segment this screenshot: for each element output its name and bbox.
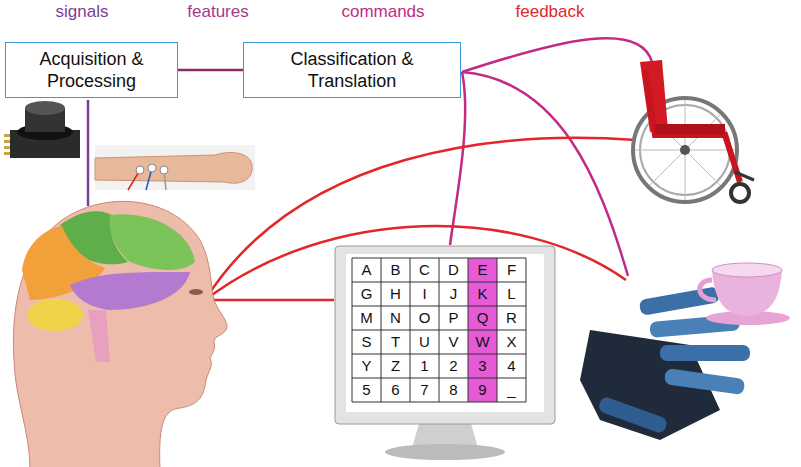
speller-cell: K bbox=[477, 286, 487, 303]
eye bbox=[189, 289, 203, 295]
grid-line bbox=[352, 402, 526, 403]
speller-cell: 7 bbox=[420, 382, 428, 399]
box-label: Acquisition & Processing bbox=[19, 48, 164, 92]
grid-line bbox=[352, 330, 526, 331]
speller-cell: O bbox=[419, 310, 431, 327]
joystick-pin bbox=[4, 152, 10, 155]
speller-cell: _ bbox=[507, 382, 515, 399]
speller-cell: 3 bbox=[478, 358, 486, 375]
cup-rim bbox=[712, 263, 782, 277]
electrode bbox=[160, 166, 168, 174]
feedback-curve bbox=[205, 138, 636, 300]
speller-cell: B bbox=[390, 262, 400, 279]
speller-cell: S bbox=[361, 334, 371, 351]
grid-line bbox=[352, 282, 526, 283]
photo-ground bbox=[95, 145, 255, 190]
column-heading: feedback bbox=[516, 3, 585, 22]
column-heading: signals bbox=[56, 3, 109, 22]
speller-cell: 8 bbox=[449, 382, 457, 399]
signal-line bbox=[87, 100, 90, 206]
speller-cell: 2 bbox=[449, 358, 457, 375]
caster bbox=[731, 184, 749, 202]
command-curve bbox=[462, 38, 652, 72]
grid-line bbox=[352, 258, 526, 259]
monitor-foot bbox=[385, 444, 505, 460]
speller-grid bbox=[352, 258, 526, 402]
electrode bbox=[136, 166, 144, 174]
speller-cell: A bbox=[361, 262, 371, 279]
joystick-knob-top bbox=[25, 101, 65, 115]
robot-thumb bbox=[597, 395, 668, 434]
frame bbox=[645, 70, 740, 182]
robot-finger bbox=[660, 345, 750, 361]
command-curve bbox=[462, 72, 628, 276]
speller-cell: Y bbox=[361, 358, 371, 375]
speller-cell: G bbox=[361, 286, 373, 303]
speller-cell: I bbox=[422, 286, 426, 303]
seat bbox=[655, 124, 725, 134]
speller-cell: P bbox=[448, 310, 458, 327]
speller-cell: Z bbox=[391, 358, 400, 375]
monitor-frame bbox=[335, 246, 555, 424]
speller-cell: J bbox=[450, 286, 458, 303]
speller-cell: 1 bbox=[420, 358, 428, 375]
speller-cell: 4 bbox=[507, 358, 515, 375]
speller-cell: N bbox=[390, 310, 401, 327]
speller-cell: 6 bbox=[391, 382, 399, 399]
robot-finger bbox=[664, 368, 745, 395]
joystick-pin bbox=[4, 140, 10, 143]
speller-cell: U bbox=[419, 334, 430, 351]
speller-cell: M bbox=[360, 310, 373, 327]
grid-line bbox=[352, 354, 526, 355]
speller-cell: 9 bbox=[478, 382, 486, 399]
robot-hand-picture bbox=[580, 263, 790, 440]
emg-arm-picture bbox=[95, 145, 255, 190]
speller-cell: F bbox=[507, 262, 516, 279]
speller-cell: W bbox=[475, 334, 489, 351]
monitor-screen bbox=[346, 254, 544, 412]
brain-cerebellum bbox=[27, 299, 83, 331]
column-heading: commands bbox=[341, 3, 424, 22]
feedback-curve bbox=[205, 299, 334, 302]
speller-cell: V bbox=[448, 334, 458, 351]
speller-cell: X bbox=[506, 334, 516, 351]
column-heading: features bbox=[187, 3, 248, 22]
joystick-pin bbox=[4, 146, 10, 149]
forearm bbox=[95, 152, 252, 183]
speller-cell: H bbox=[390, 286, 401, 303]
process-box: Acquisition & Processing bbox=[5, 42, 178, 98]
joystick-picture bbox=[4, 101, 80, 158]
signal-connector bbox=[178, 69, 243, 72]
process-box: Classification & Translation bbox=[243, 42, 461, 98]
monitor-picture bbox=[335, 246, 555, 460]
speller-cell: L bbox=[507, 286, 515, 303]
speller-cell: R bbox=[506, 310, 517, 327]
hub bbox=[680, 145, 690, 155]
grid-line bbox=[352, 306, 526, 307]
brain-stem bbox=[88, 310, 110, 362]
speller-cell: T bbox=[391, 334, 400, 351]
grid-line bbox=[352, 378, 526, 379]
brain-frontal bbox=[110, 214, 195, 270]
box-label: Classification & Translation bbox=[257, 48, 447, 92]
electrode bbox=[148, 164, 156, 172]
head-picture bbox=[13, 201, 227, 467]
speller-cell: C bbox=[419, 262, 430, 279]
wheelchair-picture bbox=[633, 60, 754, 202]
head-outline bbox=[13, 201, 227, 467]
footrest bbox=[735, 172, 754, 180]
speller-cell: Q bbox=[477, 310, 489, 327]
speller-cell: D bbox=[448, 262, 459, 279]
speller-cell: 5 bbox=[362, 382, 370, 399]
joystick-pin bbox=[4, 134, 10, 137]
speller-cell: E bbox=[477, 262, 487, 279]
brain-temporal bbox=[70, 272, 190, 310]
